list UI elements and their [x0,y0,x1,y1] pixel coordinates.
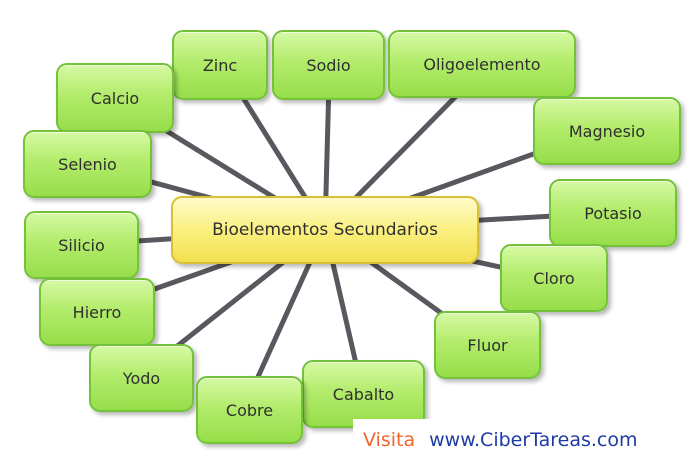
node-potasio[interactable]: Potasio [549,179,677,247]
node-label: Oligoelemento [423,54,541,74]
node-label: Potasio [584,203,642,223]
watermark-banner: Visita www.CiberTareas.com [353,419,700,461]
node-calcio[interactable]: Calcio [56,63,174,133]
node-cloro[interactable]: Cloro [500,244,608,312]
node-hierro[interactable]: Hierro [39,278,155,346]
node-label: Zinc [202,55,238,75]
node-cabalto[interactable]: Cabalto [302,360,425,428]
node-magnesio[interactable]: Magnesio [533,97,681,165]
node-label: Yodo [122,368,161,388]
center-label: Bioelementos Secundarios [212,220,438,240]
watermark-site[interactable]: www.CiberTareas.com [429,429,638,451]
node-label: Hierro [72,302,122,322]
node-label: Cabalto [332,384,395,404]
node-label: Silicio [58,235,105,255]
center-node[interactable]: Bioelementos Secundarios [171,196,479,264]
node-zinc[interactable]: Zinc [172,30,268,100]
node-label: Magnesio [568,121,646,141]
node-sodio[interactable]: Sodio [272,30,385,100]
node-label: Fluor [467,335,508,355]
node-silicio[interactable]: Silicio [24,211,139,279]
node-selenio[interactable]: Selenio [23,130,152,198]
node-cobre[interactable]: Cobre [196,376,303,444]
node-yodo[interactable]: Yodo [89,344,194,412]
node-oligoelemento[interactable]: Oligoelemento [388,30,576,98]
node-label: Cloro [533,268,575,288]
watermark-prefix: Visita [363,429,416,451]
node-fluor[interactable]: Fluor [434,311,541,379]
node-label: Cobre [225,400,274,420]
node-label: Calcio [90,88,140,108]
node-label: Sodio [306,55,351,75]
node-label: Selenio [58,154,117,174]
